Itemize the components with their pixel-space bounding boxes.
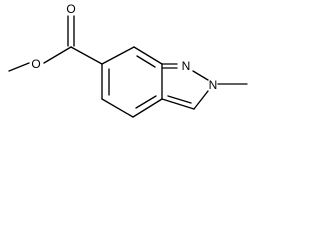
ester-oxygen-label: O	[31, 57, 40, 71]
nitrogen-n2-label: N	[209, 78, 218, 92]
carbonyl-to-ring-bond	[70, 46, 103, 65]
ring-bond-c4-c5	[101, 98, 134, 118]
ring-inner-line-top	[136, 55, 156, 68]
pyrazole-bond-n2-c3	[193, 90, 209, 110]
pyrazole-double-bond-c3-c3a	[167, 95, 192, 104]
ester-oxygen-carbonyl-bond	[43, 46, 72, 64]
ring-inner-line-bottom	[135, 95, 157, 109]
methyl-ester-bond	[8, 62, 30, 72]
carbonyl-oxygen-label: O	[66, 2, 75, 16]
ring-bond-c7-c7a	[133, 46, 163, 65]
chemical-structure: O O N N	[0, 0, 282, 134]
atom-labels-group: O O N N	[31, 2, 217, 92]
ring-bond-c3a-c4	[132, 98, 163, 118]
pyrazole-bond-n1-n2	[192, 70, 209, 81]
bonds-group	[8, 15, 248, 118]
ring-bond-c6-c7	[101, 46, 135, 65]
nitrogen-n1-label: N	[182, 59, 191, 73]
pyrazole-bond-c3-c3a	[161, 98, 195, 110]
